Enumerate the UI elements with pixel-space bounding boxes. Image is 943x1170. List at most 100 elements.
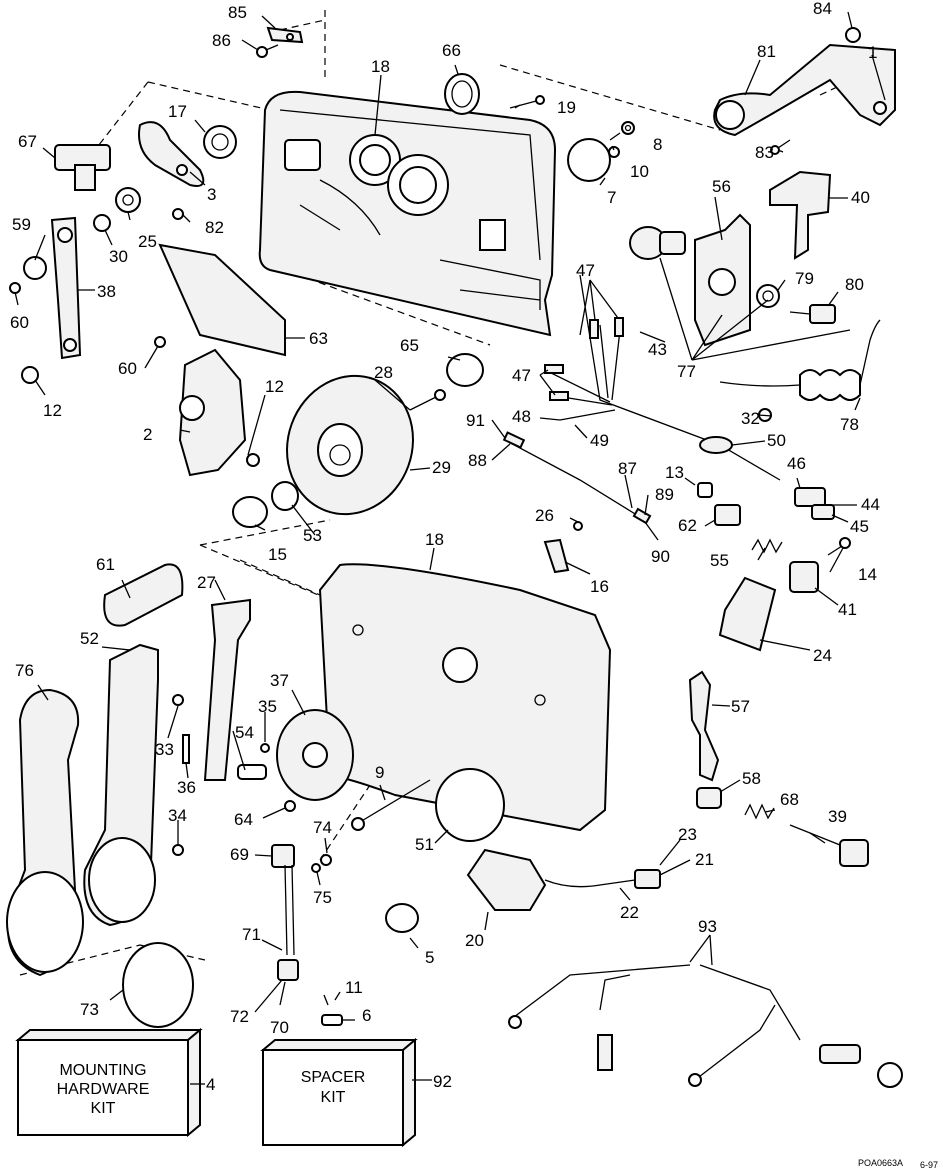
mounting-kit-line-1: MOUNTING <box>59 1062 146 1079</box>
callout-36: 36 <box>177 778 196 797</box>
callout-63: 63 <box>309 329 328 348</box>
callout-83: 83 <box>755 143 774 162</box>
part-78-lanyard <box>719 319 881 401</box>
callout-3: 3 <box>207 185 216 204</box>
callout-50: 50 <box>767 431 786 450</box>
part-86-screw <box>256 44 279 58</box>
callout-72: 72 <box>230 1007 249 1026</box>
callout-56: 56 <box>712 177 731 196</box>
mounting-hardware-kit: MOUNTING HARDWARE KIT <box>15 1027 203 1138</box>
part-82-screw <box>172 208 184 220</box>
part-43-switch <box>629 226 686 260</box>
part-2-lever <box>178 348 247 477</box>
figure-date: 6-97 <box>920 1160 938 1170</box>
part-35-screw <box>260 743 270 753</box>
part-33-screw <box>172 694 184 706</box>
callout-16: 16 <box>590 577 609 596</box>
part-19-screw <box>509 95 545 109</box>
callout-26: 26 <box>535 506 554 525</box>
callout-25: 25 <box>138 232 157 251</box>
callout-28: 28 <box>374 363 393 382</box>
callout-4: 4 <box>206 1075 215 1094</box>
callout-77: 77 <box>677 362 696 381</box>
part-81-throttle-arm <box>713 43 896 137</box>
callout-59: 59 <box>12 215 31 234</box>
spacer-kit-line-1: SPACER <box>301 1069 366 1086</box>
part-88-wire <box>502 431 652 525</box>
callout-57: 57 <box>731 697 750 716</box>
callout-64: 64 <box>234 810 253 829</box>
part-61-grip <box>103 563 184 627</box>
callout-69: 69 <box>230 845 249 864</box>
part-60-screw <box>9 282 21 294</box>
callout-11: 11 <box>345 978 363 997</box>
part-5-clamp <box>385 903 419 933</box>
callout-60: 60 <box>10 313 29 332</box>
part-60b-screw <box>154 336 166 348</box>
callout-60b: 60 <box>118 359 137 378</box>
part-40-bracket <box>769 170 832 260</box>
callout-2: 2 <box>143 425 152 444</box>
callout-numbers: 1 2 3 4 5 6 7 8 9 10 11 12 12 13 14 15 1… <box>10 0 880 1094</box>
callout-82: 82 <box>205 218 224 237</box>
part-14-screw <box>827 537 851 556</box>
callout-75: 75 <box>313 888 332 907</box>
part-64-screw <box>284 800 296 812</box>
callout-12: 12 <box>43 401 62 420</box>
spacer-kit-line-2: KIT <box>321 1089 346 1106</box>
spacer-kit: SPACER KIT <box>260 1037 418 1148</box>
part-51-disc <box>435 768 505 842</box>
part-15-ring <box>232 496 268 528</box>
callout-92: 92 <box>433 1072 452 1091</box>
callout-37: 37 <box>270 671 289 690</box>
callout-22: 22 <box>620 903 639 922</box>
callout-70: 70 <box>270 1018 289 1037</box>
part-21-connector <box>634 869 661 889</box>
figure-code: POA0663A <box>858 1158 903 1168</box>
part-13-plug <box>697 482 713 498</box>
part-27-rod <box>203 598 251 781</box>
callout-55: 55 <box>710 551 729 570</box>
callout-45: 45 <box>850 517 869 536</box>
part-68-spring <box>744 803 775 820</box>
callout-17: 17 <box>168 102 187 121</box>
part-85-bracket <box>266 26 304 44</box>
callout-58: 58 <box>742 769 761 788</box>
callout-1: 1 <box>868 43 877 62</box>
callout-18: 18 <box>371 57 390 76</box>
callout-89: 89 <box>655 485 674 504</box>
part-53-ring <box>271 481 299 511</box>
callout-54: 54 <box>235 723 254 742</box>
part-3-cam <box>138 121 205 187</box>
part-65-bushing <box>446 353 484 387</box>
part-56-plate <box>694 213 751 347</box>
part-72-connector <box>277 959 299 981</box>
callout-9: 9 <box>375 763 384 782</box>
part-74-nut <box>320 854 332 866</box>
part-79-nut <box>756 284 780 308</box>
part-58-block <box>696 787 722 809</box>
part-26-screw <box>573 521 583 531</box>
part-59-washer <box>23 256 47 280</box>
callout-51: 51 <box>415 835 434 854</box>
callout-66: 66 <box>442 41 461 60</box>
part-41-switch <box>789 561 819 593</box>
callout-87: 87 <box>618 459 637 478</box>
callout-39: 39 <box>828 807 847 826</box>
part-71-wire <box>284 864 295 956</box>
callout-7: 7 <box>607 188 616 207</box>
part-54-clip <box>237 764 267 780</box>
callout-38: 38 <box>97 282 116 301</box>
callout-80: 80 <box>845 275 864 294</box>
callout-35: 35 <box>258 697 277 716</box>
callout-29: 29 <box>432 458 451 477</box>
part-84-nut <box>845 27 861 43</box>
callout-61: 61 <box>96 555 115 574</box>
part-93-cables <box>508 964 903 1088</box>
part-80-key <box>789 304 836 324</box>
part-75-washer <box>311 863 321 873</box>
part-8-nut <box>621 121 635 135</box>
part-39-sensor <box>789 824 869 867</box>
callout-23: 23 <box>678 825 697 844</box>
